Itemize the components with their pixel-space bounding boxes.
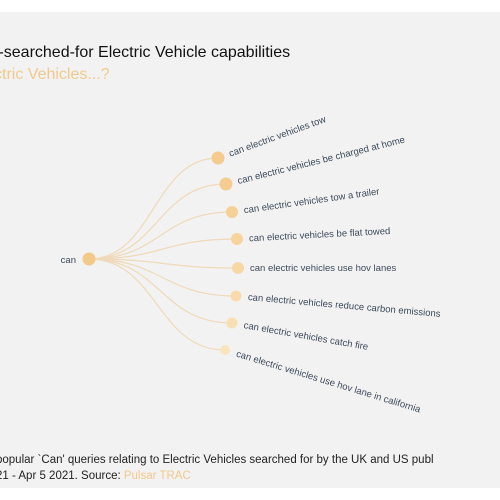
tree-link: [88, 258, 239, 269]
tree-link: [88, 157, 219, 260]
footer-description: popular `Can' queries relating to Electr…: [0, 454, 434, 466]
tree-link: [88, 238, 238, 260]
leaf-node: [219, 177, 233, 191]
leaf-label: can electric vehicles tow: [228, 114, 328, 159]
leaf-node: [231, 233, 243, 245]
tree-link: [88, 258, 237, 297]
footer-date-range: 21 - Apr 5 2021. Source:: [0, 470, 124, 482]
leaf-label: can electric vehicles be flat towed: [249, 226, 391, 244]
leaf-label: can electric vehicles use hov lanes: [250, 263, 397, 274]
source-link[interactable]: Pulsar TRAC: [123, 470, 191, 482]
tree-link: [88, 258, 226, 351]
tree-labels: can can electric vehicles tow can electric…: [61, 114, 441, 416]
leaf-node: [211, 151, 225, 165]
root-label: can: [61, 255, 76, 266]
leaf-label: can electric vehicles tow a trailer: [243, 186, 380, 216]
chart-subtitle: ctric Vehicles...?: [0, 66, 110, 83]
footer-source-line: 21 - Apr 5 2021. Source: Pulsar TRAC: [0, 468, 434, 484]
leaf-node: [226, 206, 238, 218]
leaf-node: [220, 345, 230, 355]
tree-links: [88, 157, 239, 351]
tree-nodes: [82, 151, 244, 355]
tree-link: [88, 258, 233, 324]
leaf-label: can electric vehicles reduce carbon emis…: [247, 292, 441, 320]
leaf-node: [230, 290, 242, 302]
leaf-node: [232, 262, 244, 274]
leaf-label: can electric vehicles use hov lane in ca…: [235, 349, 423, 416]
leaf-label: can electric vehicles catch fire: [243, 320, 369, 353]
tree-link: [88, 183, 227, 260]
root-node: [82, 252, 96, 266]
tree-link: [88, 211, 233, 260]
leaf-node: [226, 317, 238, 329]
chart-title: t-searched-for Electric Vehicle capabili…: [0, 44, 291, 61]
chart-panel: [0, 12, 500, 488]
chart-footer: popular `Can' queries relating to Electr…: [0, 452, 434, 484]
